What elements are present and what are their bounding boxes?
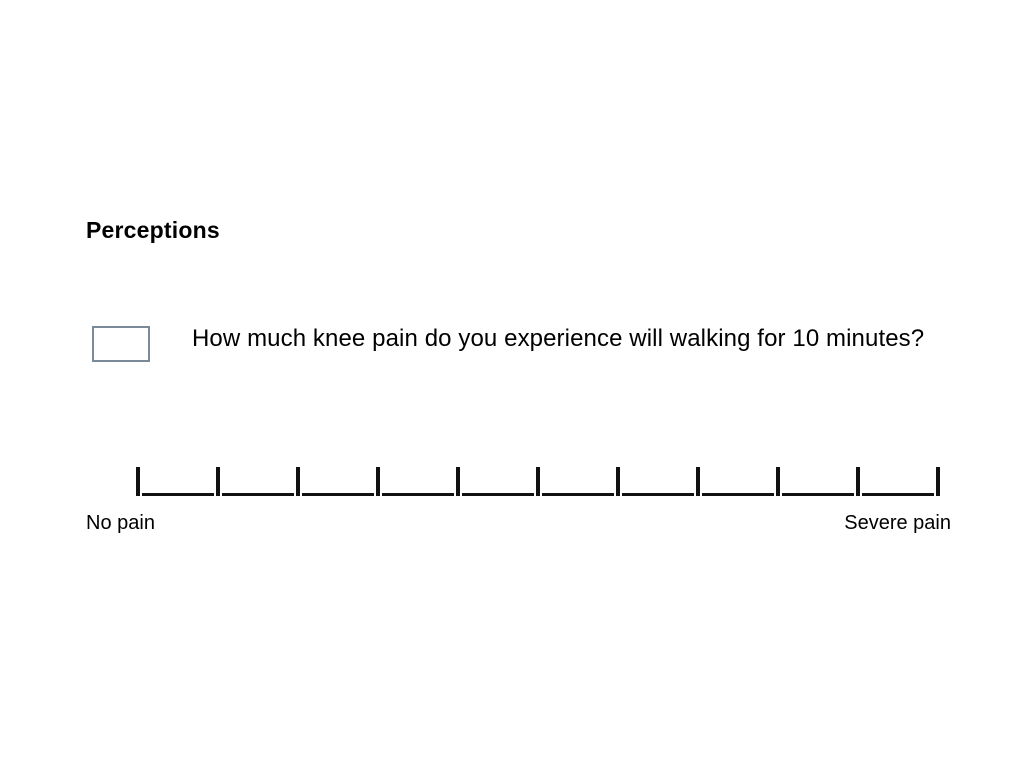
scale-segment[interactable] <box>540 467 616 496</box>
scale-segment[interactable] <box>860 467 936 496</box>
scale-segment[interactable] <box>620 467 696 496</box>
scale-tick[interactable] <box>936 467 940 496</box>
question-label: How much knee pain do you experience wil… <box>192 325 925 352</box>
scale-anchor-left: No pain <box>86 512 155 534</box>
scale-tick[interactable] <box>216 467 220 496</box>
scale-segment[interactable] <box>460 467 536 496</box>
scale-segment[interactable] <box>140 467 216 496</box>
scale-tick[interactable] <box>536 467 540 496</box>
scale-tick[interactable] <box>376 467 380 496</box>
scale-segment[interactable] <box>300 467 376 496</box>
page-title: Perceptions <box>86 217 220 243</box>
scale-tick[interactable] <box>856 467 860 496</box>
scale-segment[interactable] <box>700 467 776 496</box>
scale-tick[interactable] <box>696 467 700 496</box>
scale-tick[interactable] <box>776 467 780 496</box>
scale-segment[interactable] <box>220 467 296 496</box>
scale-tick[interactable] <box>296 467 300 496</box>
visual-analog-scale[interactable] <box>136 464 940 496</box>
scale-tick[interactable] <box>136 467 140 496</box>
scale-tick[interactable] <box>456 467 460 496</box>
scale-segment[interactable] <box>380 467 456 496</box>
scale-tick[interactable] <box>616 467 620 496</box>
scale-anchor-right: Severe pain <box>844 512 951 534</box>
answer-input-box[interactable] <box>92 326 150 362</box>
scale-segment[interactable] <box>780 467 856 496</box>
